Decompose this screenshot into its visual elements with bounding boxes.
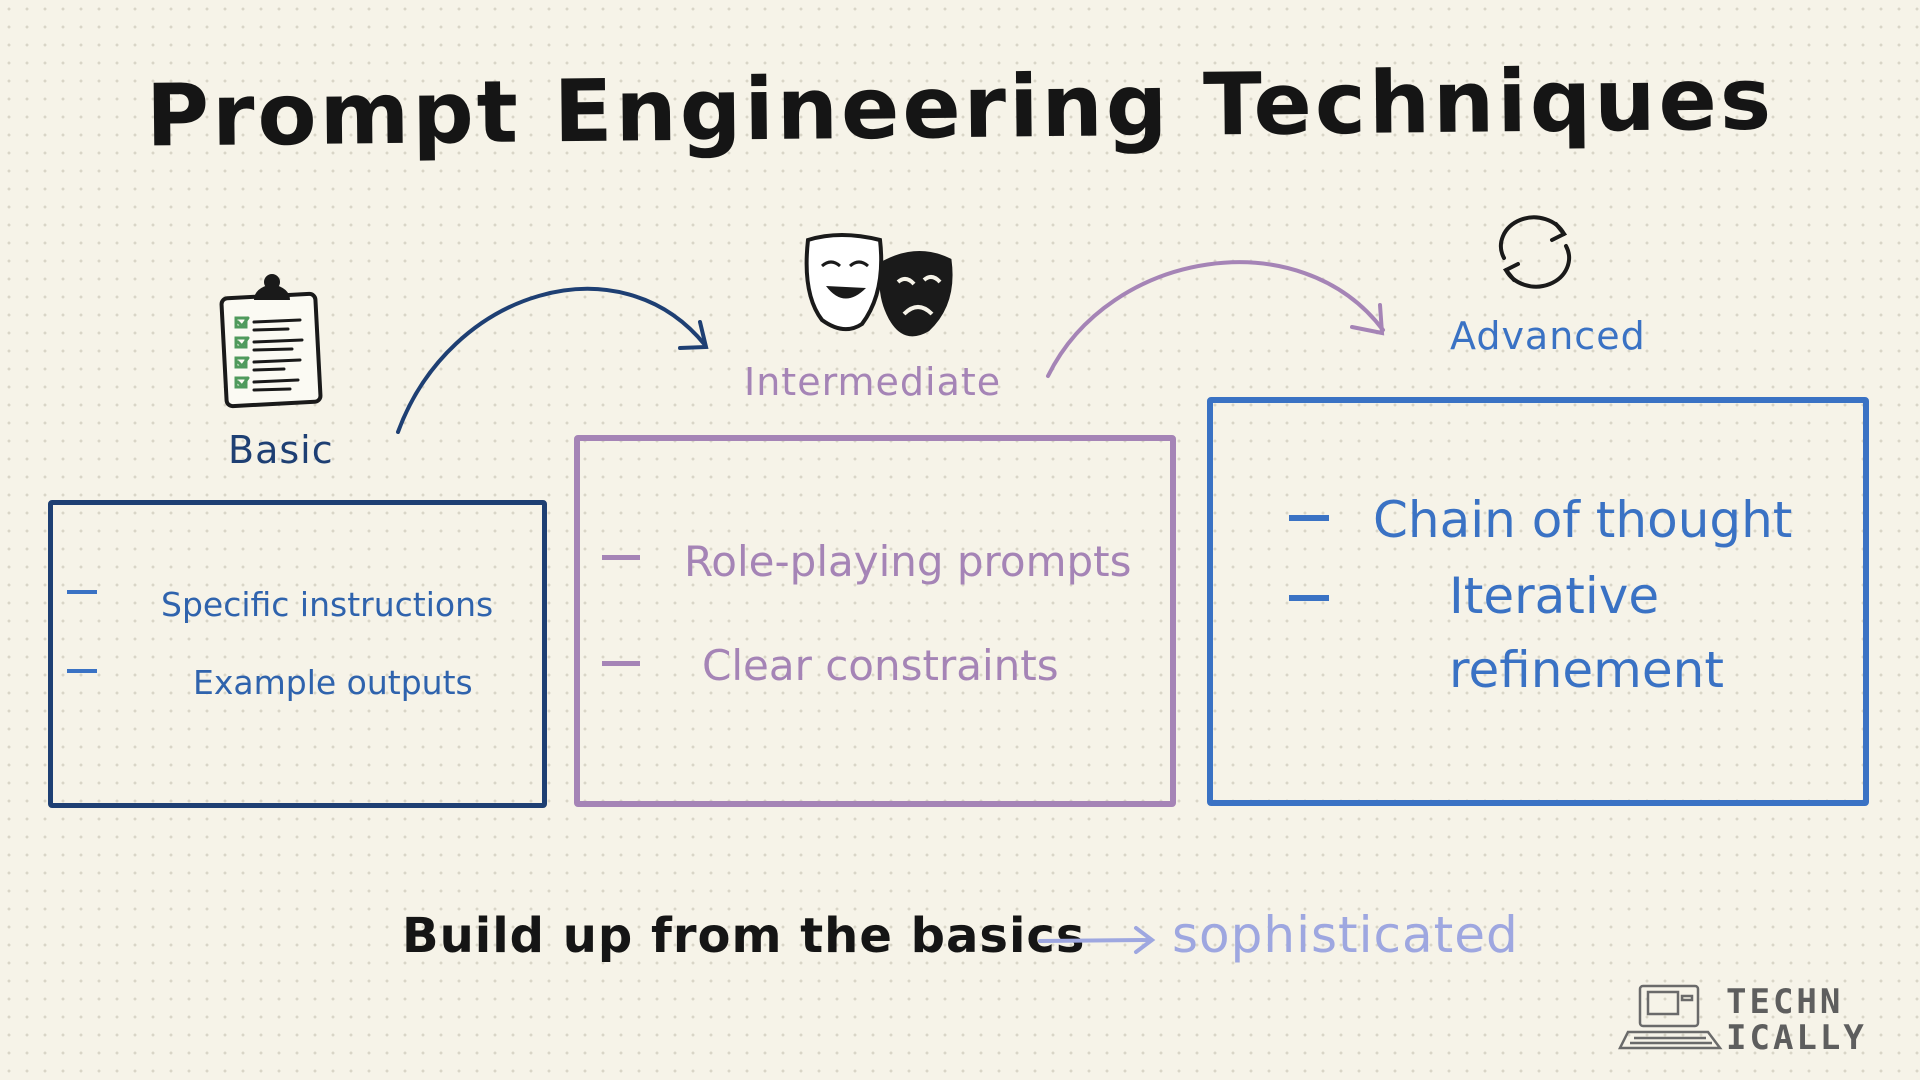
- bullet-dash: [602, 555, 640, 560]
- logo-line-1: TECHN: [1726, 982, 1844, 1022]
- clipboard-checklist-icon: [219, 274, 323, 409]
- arrow-basic-to-intermediate: [396, 286, 709, 434]
- theater-masks-icon: [804, 233, 953, 337]
- bullet-dash: [67, 590, 97, 594]
- bullet-dash: [1289, 595, 1329, 601]
- logo-line-2: ICALLY: [1726, 1018, 1867, 1058]
- retro-computer-icon: [1617, 984, 1723, 1050]
- level-label-advanced: Advanced: [1450, 314, 1646, 358]
- level-label-intermediate: Intermediate: [744, 360, 1002, 404]
- basic-techniques-box: Specific instructions Example outputs: [48, 500, 547, 808]
- footer-emphasis: sophisticated: [1172, 906, 1519, 964]
- level-label-basic: Basic: [228, 428, 334, 472]
- bullet-dash: [602, 661, 640, 666]
- intermediate-techniques-box: Role-playing prompts Clear constraints: [574, 435, 1176, 807]
- basic-item-2: Example outputs: [193, 663, 473, 702]
- advanced-item-2-line-2: refinement: [1449, 641, 1724, 699]
- advanced-item-2-line-1: Iterative: [1449, 567, 1660, 625]
- arrow-intermediate-to-advanced: [1046, 260, 1385, 378]
- intermediate-item-2: Clear constraints: [702, 641, 1059, 690]
- advanced-item-1: Chain of thought: [1373, 491, 1793, 549]
- brand-logo-text: TECHN ICALLY: [1726, 984, 1867, 1056]
- bullet-dash: [1289, 515, 1329, 521]
- cycle-arrows-icon: [1498, 215, 1572, 289]
- right-arrow-icon: [1038, 926, 1156, 954]
- basic-item-1: Specific instructions: [161, 585, 494, 624]
- footer-text: Build up from the basics: [402, 908, 1086, 964]
- intermediate-item-1: Role-playing prompts: [684, 537, 1132, 586]
- advanced-techniques-box: Chain of thought Iterative refinement: [1207, 397, 1869, 806]
- bullet-dash: [67, 669, 97, 673]
